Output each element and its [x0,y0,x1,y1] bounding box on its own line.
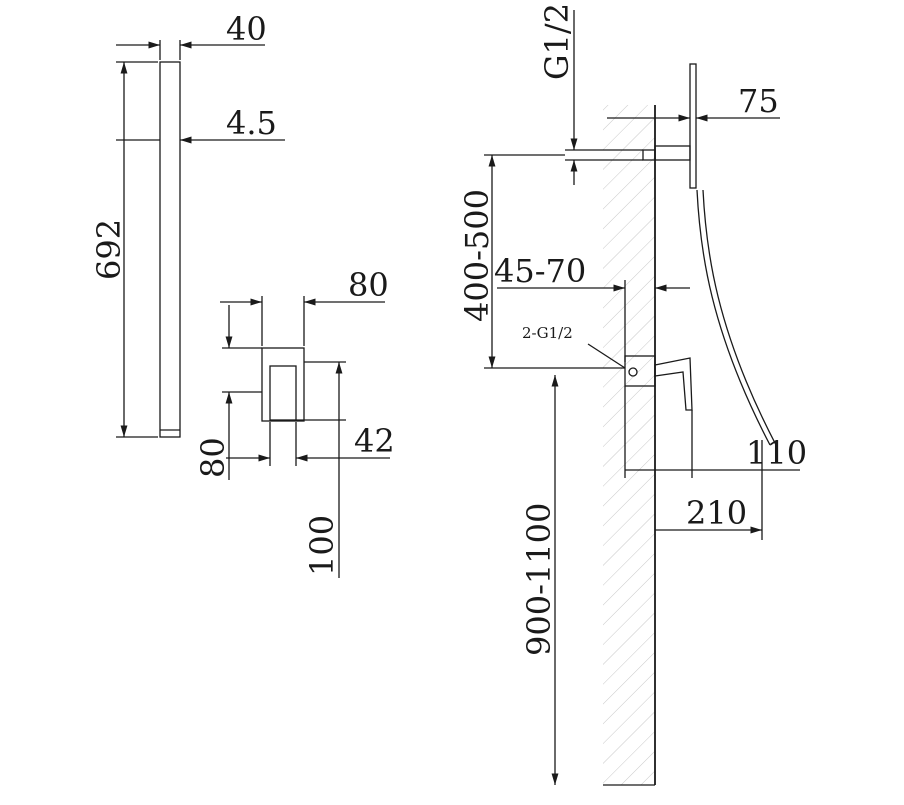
dim-handle-proj: 110 [746,434,807,472]
shower-arm [654,145,691,161]
dim-rail-thickness: 4.5 [226,104,277,142]
dim-valve-depth: 42 [354,422,395,460]
dim-valve-height: 80 [194,437,232,478]
dim-rail-width: 40 [226,10,267,48]
slide-rail [159,61,181,438]
dim-rail-length: 692 [90,219,128,280]
dim-valve-width: 80 [348,266,389,304]
shower-arm-plate [689,63,697,189]
dim-arm-height: 400-500 [458,189,496,322]
label-valve-ports: 2-G1/2 [522,324,573,342]
dim-mount-height: 900-1100 [520,503,558,656]
dim-recess-depth: 45-70 [494,252,586,290]
valve-lever [654,357,693,411]
slide-rail-view: 40 4.5 692 [90,10,285,438]
valve-front-view: 80 80 42 100 [194,266,395,578]
shower-hose [696,189,771,446]
arm-connector [642,149,656,161]
valve-plate [261,347,305,422]
valve-port [628,367,638,377]
wall-section-view: G1/2 75 400-500 45-70 2-G1/2 110 [458,3,807,786]
dim-arm-length: 75 [738,82,779,120]
dim-inlet-thread: G1/2 [538,3,576,80]
wall-hatch [603,105,655,785]
valve-handle [269,365,297,421]
dim-hose-proj: 210 [686,494,747,532]
dim-valve-total: 100 [303,515,341,576]
